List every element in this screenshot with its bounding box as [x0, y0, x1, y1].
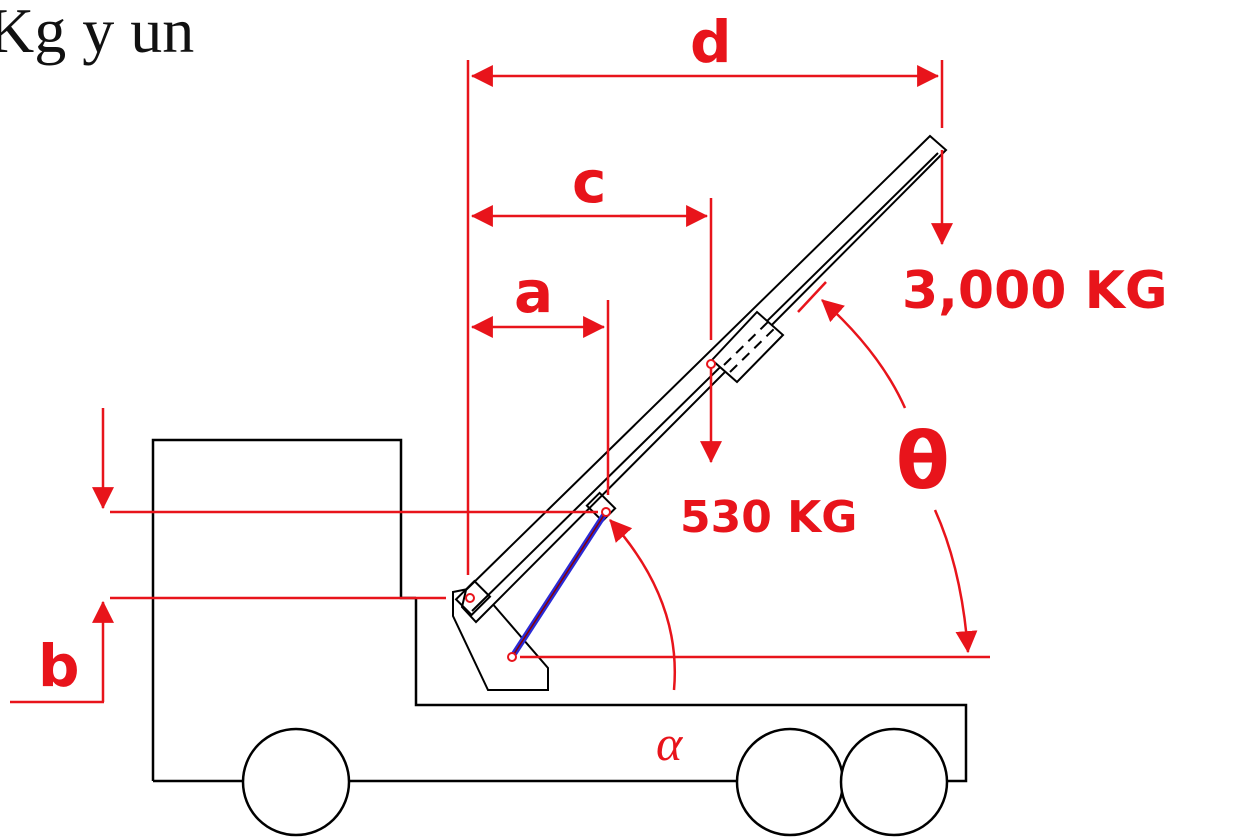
annotations — [10, 60, 990, 704]
dim-label-b: b — [38, 632, 80, 700]
theta-arc-lower — [933, 509, 978, 654]
theta-tick — [797, 281, 827, 313]
tip-load-label: 3,000 KG — [902, 261, 1168, 321]
boom-outer — [460, 134, 948, 624]
dim-label-d: d — [690, 8, 732, 76]
theta-arc-upper — [821, 299, 907, 409]
dim-label-c: c — [572, 148, 606, 216]
truck-bed — [153, 598, 968, 783]
dim-label-a: a — [514, 258, 553, 326]
rear-wheel-1 — [735, 727, 845, 837]
crane — [452, 134, 948, 691]
hydraulic-cylinder-rod — [511, 511, 607, 658]
cylinder-base-pin — [507, 652, 517, 662]
alpha-arc — [609, 519, 676, 691]
telescopic-sleeve — [710, 310, 785, 384]
boom-hinge-box — [454, 579, 492, 617]
boom-inner-line — [471, 152, 939, 612]
boom-weight-label: 530 KG — [680, 492, 857, 543]
boom-pivot-pin — [465, 593, 475, 603]
wheels — [241, 727, 949, 837]
angle-label-alpha: α — [656, 715, 684, 771]
cylinder-top-pin — [601, 507, 611, 517]
rear-wheel-2 — [839, 727, 949, 837]
boom-cg-pin — [706, 359, 716, 369]
angle-label-theta: θ — [896, 417, 950, 507]
sleeve-dash-1 — [723, 319, 771, 366]
sleeve-dash-2 — [729, 326, 777, 373]
front-wheel — [241, 727, 351, 837]
header-text: Kg y un — [0, 0, 194, 66]
